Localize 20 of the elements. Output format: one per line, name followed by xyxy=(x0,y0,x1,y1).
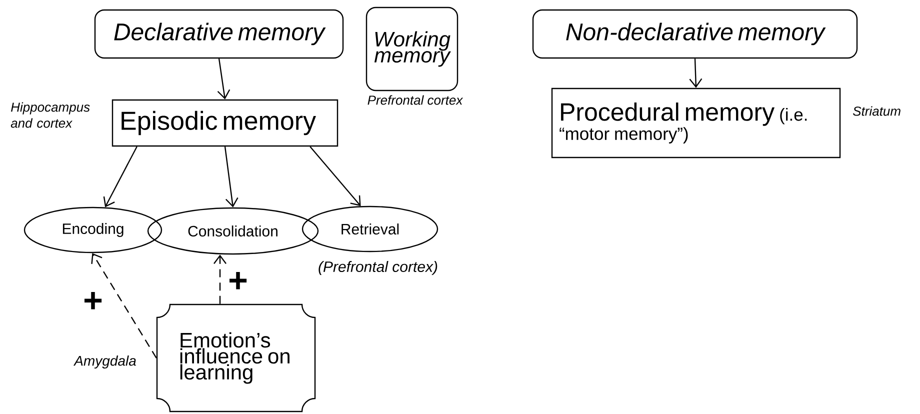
arrow xyxy=(103,146,138,208)
arrow xyxy=(217,58,230,100)
rounded-box: Non-declarative memory xyxy=(532,9,858,59)
edge-label: + xyxy=(226,270,250,294)
edge-label: + xyxy=(82,290,104,314)
arrow xyxy=(689,58,702,88)
rectangle-box: Procedural memory (i.e. “motor memory”) xyxy=(551,88,841,158)
notched-box: Emotion’s influence on learning xyxy=(156,304,316,412)
rounded-box: Working memory xyxy=(366,6,458,92)
region-label: Prefrontal cortex xyxy=(368,95,464,105)
arrow xyxy=(91,253,157,358)
arrow xyxy=(214,254,226,304)
region-label: Striatum xyxy=(853,106,900,116)
rounded-box: Declarative memory xyxy=(94,9,344,59)
region-label: Amygdala xyxy=(73,355,136,369)
rectangle-box: Episodic memory xyxy=(112,99,338,147)
arrow xyxy=(310,146,361,206)
region-label: (Prefrontal cortex) xyxy=(318,261,438,275)
arrow xyxy=(224,146,238,208)
region-label: Hippocampus and cortex xyxy=(10,102,90,128)
